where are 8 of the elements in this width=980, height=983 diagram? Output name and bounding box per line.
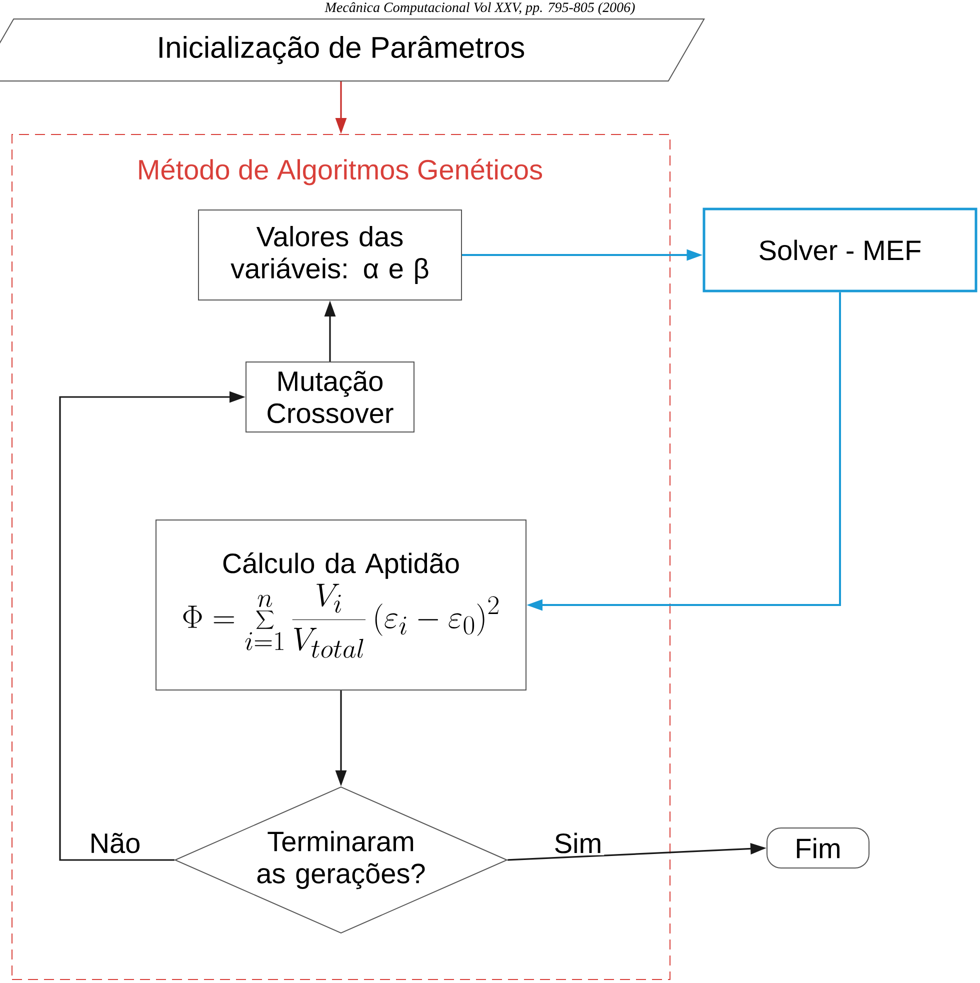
terminal-box: Fim (766, 828, 870, 868)
process-box: Cálculo da Aptidão $\Phi = \sum_{i=1}^{n} \frac{V_i}{V_{total}}\left(\varepsilon_i - \varepsilon_0\right)^2$ (156, 520, 526, 690)
edge-label: Não (87, 830, 143, 856)
edge-label: Sim (552, 830, 604, 856)
process-box: Valores das variáveis: α e β (198, 210, 462, 300)
input-parallelogram: Inicialização de Parâmetros (0, 18, 705, 82)
process-box: Mutação Crossover (246, 362, 414, 432)
process-box: Solver - MEF (702, 208, 978, 292)
